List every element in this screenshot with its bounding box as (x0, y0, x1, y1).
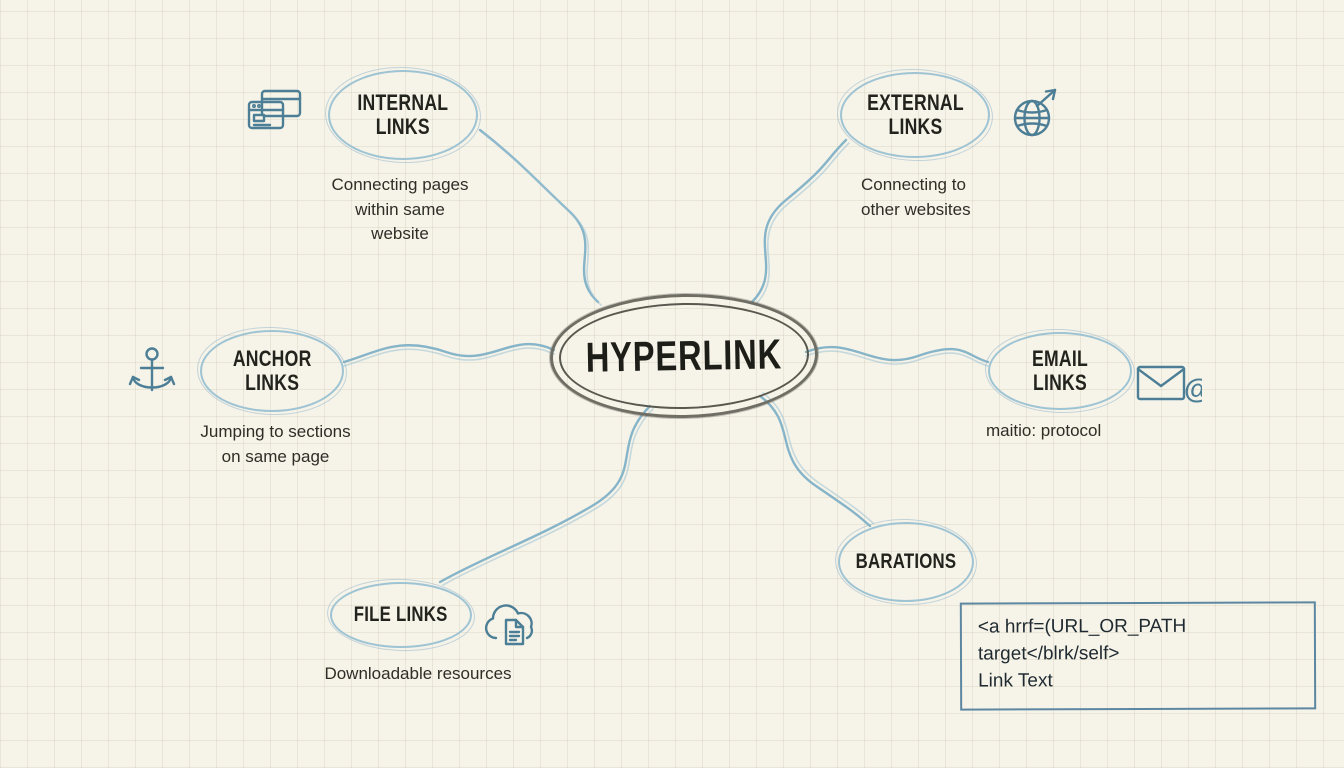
envelope-at-icon: @ (1136, 362, 1211, 409)
node-external-links-label: EXTERNAL LINKS (866, 90, 964, 139)
node-email-links-label: EMAIL LINKS (1032, 346, 1088, 395)
node-external-links: EXTERNAL LINKS (840, 72, 990, 158)
caption-email-links: maitio: protocol (986, 421, 1102, 440)
code-snippet-box: <a hrrf=(URL_OR_PATH target</blrk/self> … (959, 601, 1317, 711)
node-file-links: FILE LINKS (330, 582, 472, 648)
center-node-hyperlink: HYPERLINK (548, 291, 820, 421)
center-node-label: HYPERLINK (585, 330, 783, 381)
globe-arrow-icon (1006, 86, 1064, 147)
node-anchor-links-label: ANCHOR LINKS (232, 346, 312, 395)
node-barations: BARATIONS (838, 522, 974, 602)
caption-anchor-links: Jumping to sections on same page (200, 422, 351, 466)
caption-file-links: Downloadable resources (324, 664, 512, 683)
caption-internal-links: Connecting pages within same website (331, 175, 469, 244)
caption-external-links: Connecting to other websites (861, 175, 971, 219)
node-internal-links: INTERNAL LINKS (328, 70, 478, 160)
node-anchor-links: ANCHOR LINKS (200, 330, 344, 412)
anchor-icon (128, 344, 176, 405)
node-barations-label: BARATIONS (855, 549, 957, 573)
center-node-inner-ring: HYPERLINK (558, 300, 810, 412)
browser-windows-icon (246, 88, 304, 141)
node-file-links-label: FILE LINKS (354, 602, 448, 626)
node-internal-links-label: INTERNAL LINKS (357, 90, 449, 139)
node-email-links: EMAIL LINKS (988, 332, 1132, 410)
svg-text:@: @ (1184, 373, 1202, 404)
cloud-document-icon (480, 596, 544, 657)
